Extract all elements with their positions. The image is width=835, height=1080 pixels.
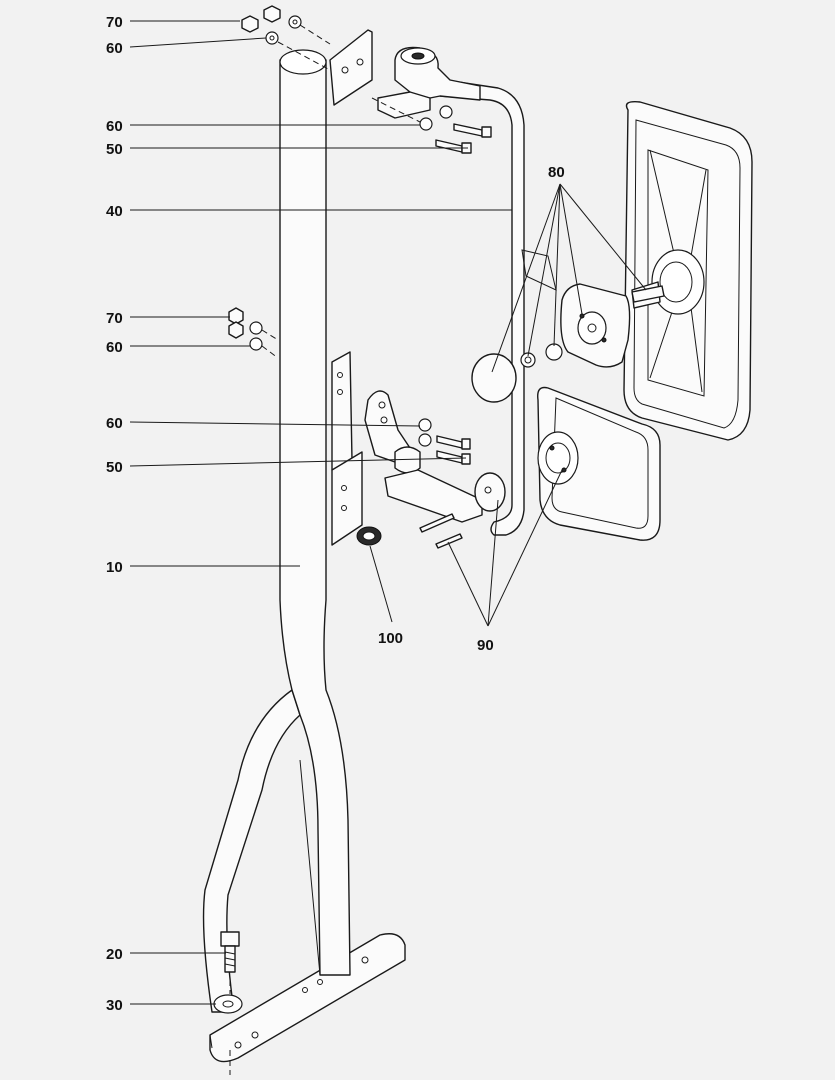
- callout-70-top: 70: [106, 14, 123, 31]
- callout-60-lower-bolt: 60: [106, 415, 123, 432]
- callout-50-lower: 50: [106, 459, 123, 476]
- callout-50-upper: 50: [106, 141, 123, 158]
- leader-lines: [129, 20, 647, 1005]
- fasteners: [213, 5, 665, 1075]
- lower-mirror-assembly: [474, 386, 661, 541]
- part-100-grommet: [356, 526, 382, 546]
- callout-20: 20: [106, 946, 123, 963]
- upper-mirror-assembly: [471, 100, 753, 441]
- callout-60-top: 60: [106, 40, 123, 57]
- callout-60-middle: 60: [106, 339, 123, 356]
- callout-70-middle: 70: [106, 310, 123, 327]
- part-10-post-tube: [202, 49, 406, 1063]
- callout-40: 40: [106, 203, 123, 220]
- callout-30: 30: [106, 997, 123, 1014]
- callout-labels: 70 60 60 50 40 70 60 60 50 10 20 30 80 9…: [106, 14, 565, 1014]
- callout-80: 80: [548, 164, 565, 181]
- callout-90: 90: [477, 637, 494, 654]
- callout-60-upper-bolt: 60: [106, 118, 123, 135]
- part-40-mirror-arm: [329, 29, 525, 546]
- callout-10: 10: [106, 559, 123, 576]
- callout-100: 100: [378, 630, 403, 647]
